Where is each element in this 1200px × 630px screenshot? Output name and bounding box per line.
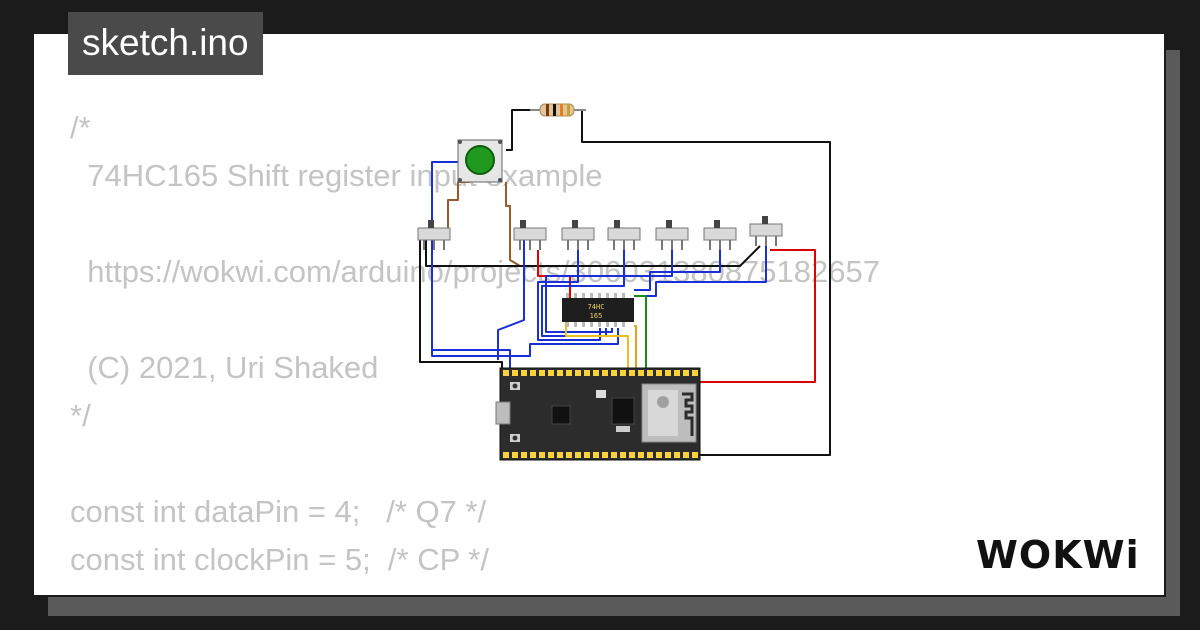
wire-brown — [447, 181, 470, 234]
wokwi-logo: WOKWi — [976, 533, 1140, 577]
slide-switch-icon — [607, 220, 641, 250]
pushbutton-icon — [457, 139, 503, 183]
circuit-diagram: 74HC 165 — [417, 103, 831, 461]
wire-black — [581, 110, 831, 456]
wire-black — [419, 240, 503, 372]
code-line: const int latchPin = 6; /* PL */ — [70, 584, 880, 595]
slide-switch-icon — [655, 220, 689, 250]
wire-yellow — [634, 325, 637, 368]
wire-blue — [634, 240, 767, 297]
wire-blue — [541, 240, 625, 337]
code-line: const int dataPin = 4; /* Q7 */ — [70, 494, 487, 529]
wire-yellow — [565, 322, 629, 368]
shift-register-chip: 74HC 165 — [562, 293, 634, 327]
code-line: 74HC165 Shift register input example — [70, 158, 603, 193]
slide-switch-icon — [513, 220, 547, 250]
wire-blue — [545, 240, 673, 333]
file-title: sketch.ino — [68, 12, 263, 75]
code-line: const int clockPin = 5; /* CP */ — [70, 542, 489, 577]
brand-text: WOKWi — [976, 533, 1140, 577]
wire-blue — [497, 240, 525, 360]
code-line: https://wokwi.com/arduino/projects/30603… — [70, 254, 880, 289]
code-line: /* — [70, 110, 91, 145]
slide-switch-icon — [703, 220, 737, 250]
esp32-board-icon — [495, 367, 701, 461]
wire-black — [506, 109, 538, 151]
resistor-icon — [530, 103, 586, 117]
code-line: (C) 2021, Uri Shaked — [70, 350, 379, 385]
chip-label: 74HC — [588, 303, 605, 311]
slide-switch-icon — [417, 220, 451, 250]
wire-blue — [634, 240, 721, 291]
wire-black — [425, 234, 761, 267]
wire-brown — [505, 182, 575, 267]
code-listing: /* 74HC165 Shift register input example … — [70, 104, 880, 595]
slide-switch-icon — [561, 220, 595, 250]
wire-blue — [431, 240, 619, 357]
chip-label: 165 — [590, 312, 603, 320]
code-line: */ — [70, 398, 91, 433]
slide-switch-icon — [749, 216, 783, 246]
